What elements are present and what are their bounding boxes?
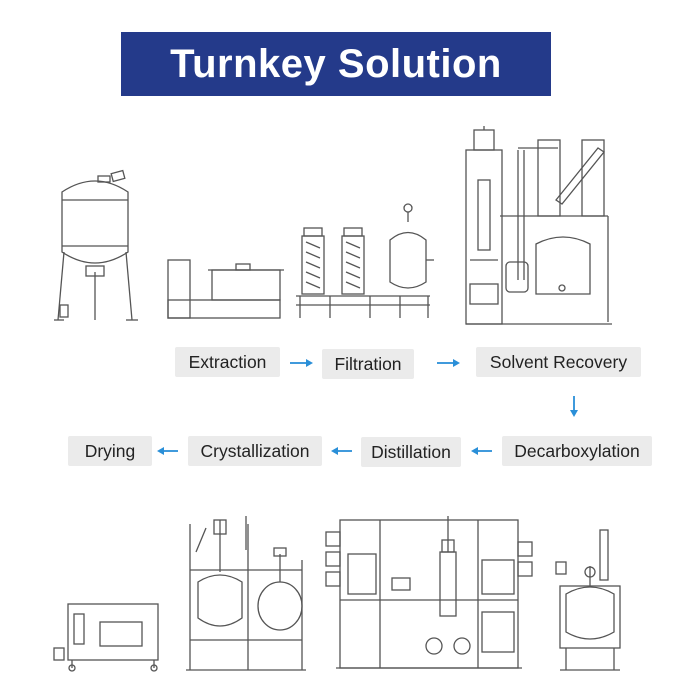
arrow-right-icon <box>437 359 460 367</box>
step-drying: Drying <box>68 436 152 466</box>
arrow-left-icon <box>157 447 178 455</box>
arrow-right-icon <box>290 359 313 367</box>
filtration-unit-icon <box>167 203 434 319</box>
title-banner: Turnkey Solution <box>121 32 551 96</box>
step-distillation: Distillation <box>361 437 461 467</box>
step-extraction: Extraction <box>175 347 280 377</box>
step-crystallization: Crystallization <box>188 436 322 466</box>
arrow-left-icon <box>471 447 492 455</box>
step-decarboxylation: Decarboxylation <box>502 436 652 466</box>
step-solvent-recovery: Solvent Recovery <box>476 347 641 377</box>
arrow-down-icon <box>570 396 578 417</box>
decarboxylation-reactor-icon <box>555 529 621 671</box>
arrow-left-icon <box>331 447 352 455</box>
distillation-unit-icon <box>325 516 533 669</box>
extraction-tank-icon <box>54 169 138 321</box>
solvent-recovery-unit-icon <box>465 126 612 325</box>
drying-oven-icon <box>53 603 159 672</box>
step-filtration: Filtration <box>322 349 414 379</box>
crystallization-reactor-icon <box>186 516 306 671</box>
page-title: Turnkey Solution <box>170 41 502 86</box>
